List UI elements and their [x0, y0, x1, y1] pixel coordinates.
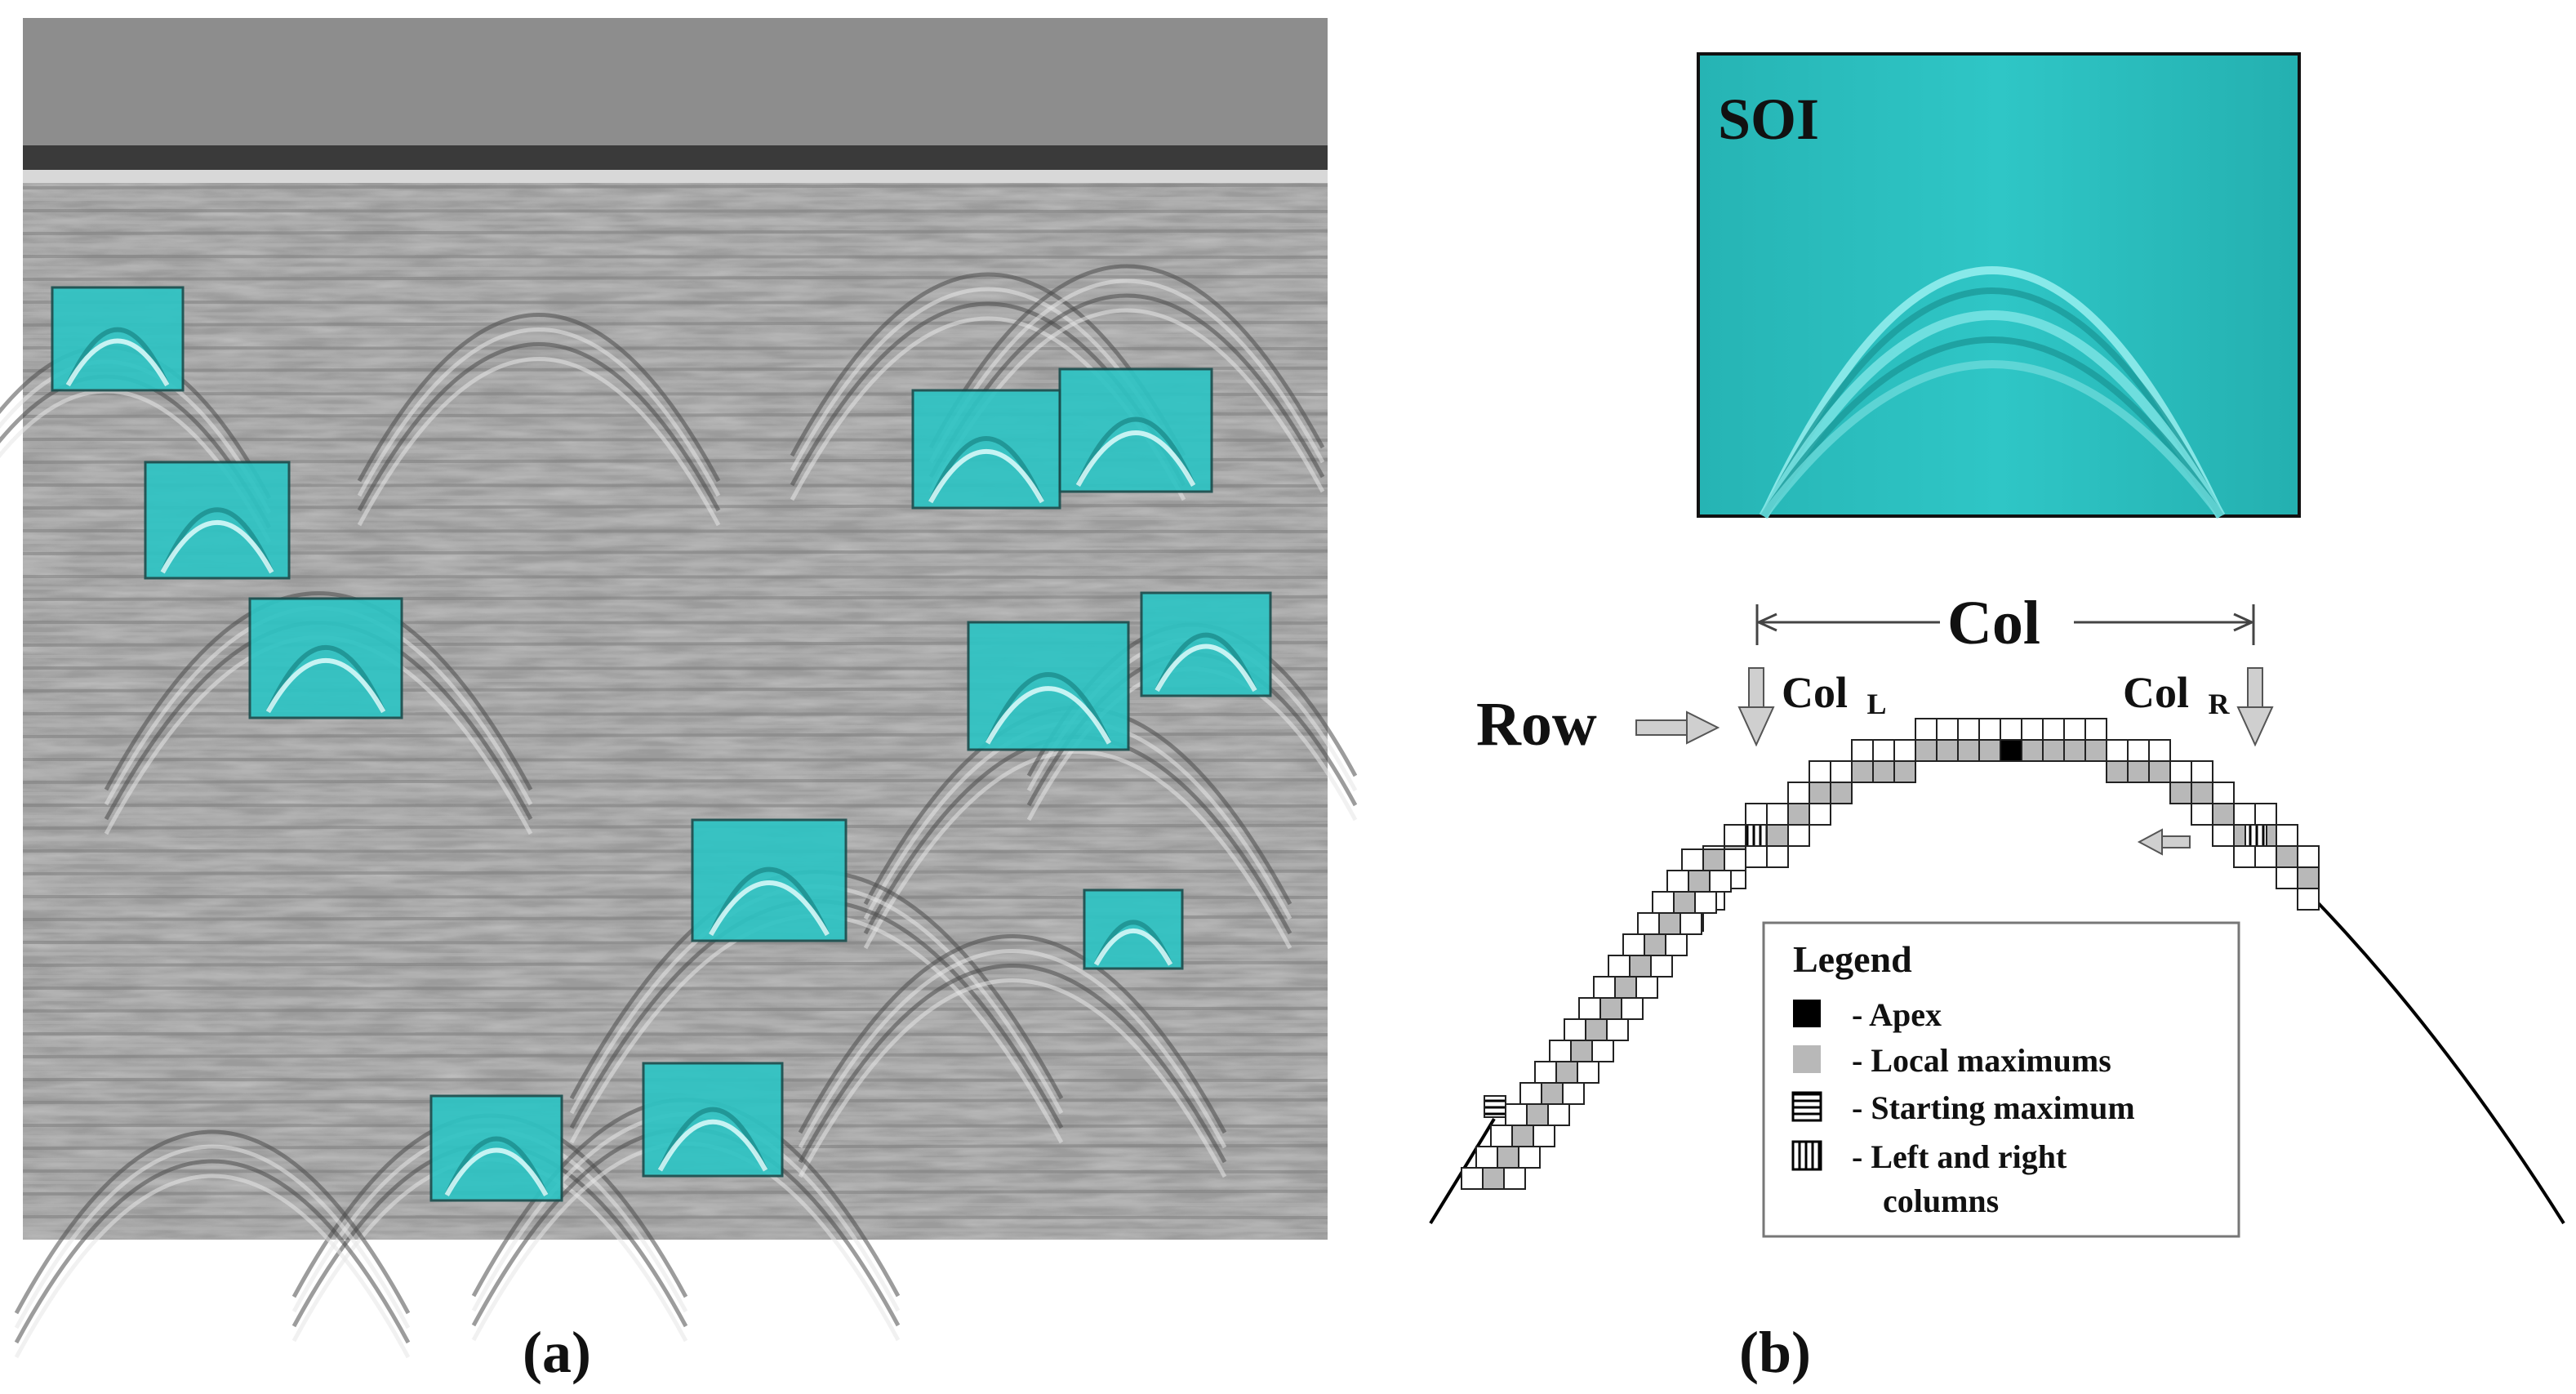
legend: Legend - Apex - Local maximums - Startin…	[1762, 921, 2240, 1238]
row-right-arrow	[1635, 710, 1720, 745]
soi-box	[967, 621, 1130, 751]
soi-box	[642, 1062, 784, 1178]
col-right-down-arrow	[2236, 667, 2274, 747]
soi-box	[51, 286, 185, 392]
soi-box	[1083, 889, 1184, 970]
svg-text:Col L: Col L	[1782, 668, 1887, 720]
search-direction-left-arrow	[2137, 828, 2191, 856]
col-left-down-arrow	[1737, 667, 1775, 747]
legend-item-left-right-columns-line2: columns	[1883, 1182, 1999, 1219]
col-right-label: Col	[2123, 668, 2189, 717]
row-marker: Row	[1476, 690, 1720, 759]
soi-hyperbola-lines	[1759, 266, 2226, 519]
soi-box	[248, 597, 403, 719]
panel-b-caption: (b)	[1739, 1320, 1811, 1385]
panel-b: SOI Col Col L Col R	[1429, 52, 2565, 1385]
soi-box	[1058, 367, 1213, 493]
col-left-marker: Col L	[1737, 667, 1887, 747]
panel-a: (a)	[0, 18, 1358, 1385]
legend-item-apex: - Apex	[1852, 996, 1942, 1033]
legend-item-starting-maximum: - Starting maximum	[1852, 1089, 2135, 1126]
col-right-subscript: R	[2209, 688, 2231, 720]
column-hatched-icon	[1791, 1140, 1822, 1171]
soi-box	[1140, 591, 1272, 697]
col-label: Col	[1947, 589, 2040, 657]
soi-box	[144, 461, 291, 580]
apex-square-icon	[1793, 1000, 1821, 1027]
radargram-surface-reflection	[23, 145, 1328, 170]
radargram-surface-highlight	[23, 170, 1328, 183]
local-maximum-square-icon	[1793, 1045, 1821, 1073]
radargram-air-layer	[23, 18, 1328, 155]
left-column-cell	[1745, 824, 1768, 847]
apex-cell	[2000, 739, 2022, 762]
col-left-label: Col	[1782, 668, 1848, 717]
svg-text:Col R: Col R	[2123, 668, 2231, 720]
panel-a-caption: (a)	[523, 1320, 591, 1385]
starting-maximum-cell	[1484, 1095, 1506, 1118]
right-column-cell	[2245, 824, 2267, 847]
soi-image: SOI	[1697, 52, 2301, 519]
legend-item-left-right-columns: - Left and right	[1852, 1138, 2067, 1175]
starting-maximum-hatched-icon	[1791, 1091, 1822, 1122]
soi-box	[691, 818, 848, 942]
soi-box	[911, 389, 1061, 510]
detected-soi-boxes	[51, 286, 1272, 1202]
col-right-marker: Col R	[2123, 667, 2274, 747]
soi-box	[429, 1094, 563, 1202]
soi-label: SOI	[1718, 87, 1819, 152]
col-left-subscript: L	[1867, 688, 1887, 720]
legend-title: Legend	[1793, 938, 1912, 980]
col-dimension: Col	[1755, 589, 2255, 657]
row-label: Row	[1476, 690, 1597, 759]
legend-item-local-maximums: - Local maximums	[1852, 1042, 2111, 1079]
pixel-grid	[1429, 718, 2565, 1225]
